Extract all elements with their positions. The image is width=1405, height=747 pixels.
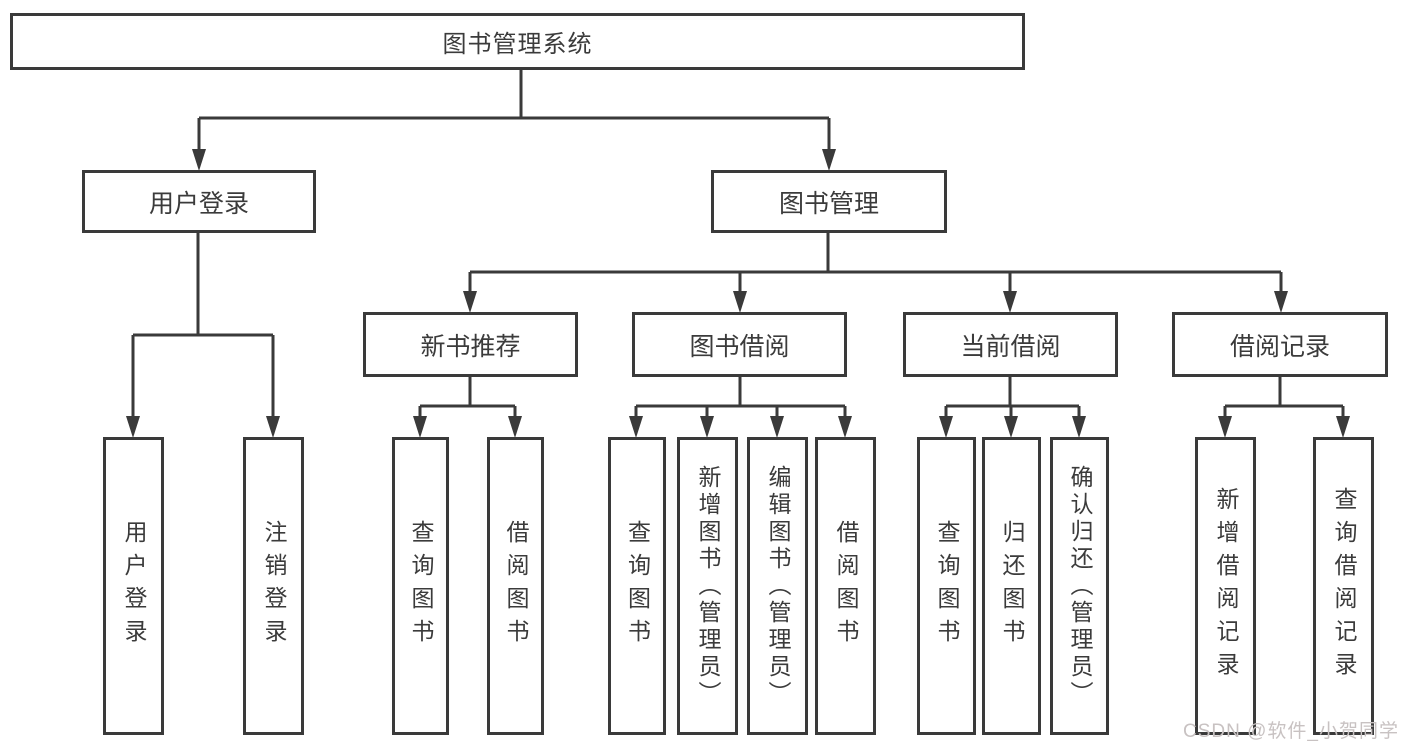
node-logout: 注销登录 xyxy=(243,437,304,735)
node-add-books-admin: 新增图书（管理员） xyxy=(677,437,738,735)
node-confirm-return-admin: 确认归还（管理员） xyxy=(1050,437,1109,735)
node-query-books-recommend: 查询图书 xyxy=(392,437,449,735)
node-current-borrowing: 当前借阅 xyxy=(903,312,1118,377)
node-root: 图书管理系统 xyxy=(10,13,1025,70)
node-user-login-action: 用户登录 xyxy=(103,437,164,735)
node-query-books-borrow: 查询图书 xyxy=(608,437,666,735)
node-query-borrow-record: 查询借阅记录 xyxy=(1313,437,1374,735)
node-new-book-recommend: 新书推荐 xyxy=(363,312,578,377)
node-edit-books-admin: 编辑图书（管理员） xyxy=(747,437,808,735)
node-query-books-current: 查询图书 xyxy=(917,437,976,735)
node-borrow-books-recommend: 借阅图书 xyxy=(487,437,544,735)
node-book-management: 图书管理 xyxy=(711,170,947,233)
node-borrowing-records: 借阅记录 xyxy=(1172,312,1388,377)
node-borrow-books: 借阅图书 xyxy=(815,437,876,735)
node-add-borrow-record: 新增借阅记录 xyxy=(1195,437,1256,735)
node-user-login: 用户登录 xyxy=(82,170,316,233)
node-book-borrowing: 图书借阅 xyxy=(632,312,847,377)
csdn-watermark: CSDN @软件_小贺同学 xyxy=(1183,721,1399,742)
node-return-books: 归还图书 xyxy=(982,437,1041,735)
